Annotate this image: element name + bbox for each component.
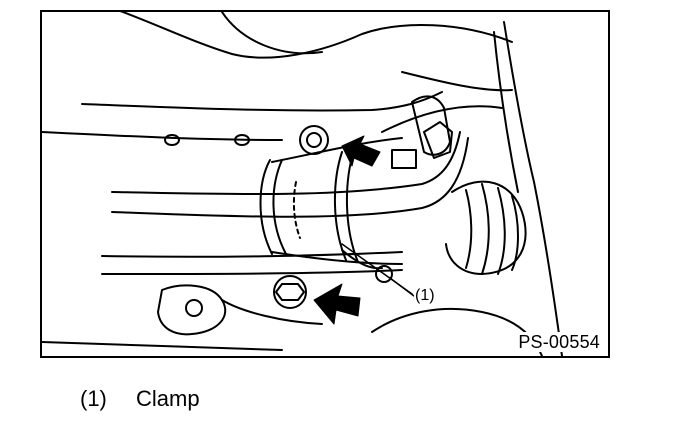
fitting-top (423, 121, 453, 159)
frame-flare (381, 105, 503, 133)
exhaust-pipe-left-end (259, 159, 273, 255)
exhaust-pipe-ring-1 (272, 159, 287, 255)
figure-code: PS-00554 (516, 332, 602, 352)
clamp-strap (341, 249, 383, 270)
lower-bracket-arm (221, 299, 323, 325)
bolt-lower-outer (273, 275, 307, 309)
exhaust-pipe-shading (292, 181, 301, 239)
frame-top-right (401, 71, 513, 92)
bolt-lower-hex (275, 283, 305, 301)
callout-leader-line-2 (341, 243, 413, 295)
exhaust-pipe-ring-3 (345, 149, 359, 263)
brake-line-2 (111, 137, 469, 218)
frame-right-inner (493, 31, 519, 193)
brake-line-4 (101, 269, 403, 275)
brake-line-1 (111, 131, 461, 196)
frame-right-outer (503, 21, 563, 356)
panel-hole-left (164, 134, 180, 146)
brake-line-3 (101, 251, 403, 258)
exhaust-pipe-ring-2 (333, 151, 347, 261)
lower-bracket (157, 284, 227, 336)
boot-outline (445, 180, 527, 275)
body-panel-ridge (81, 91, 443, 112)
callout-label-1: (1) (414, 287, 436, 305)
lower-floor-line (42, 341, 283, 351)
boot-fold-3 (497, 187, 506, 275)
arrow-lower-icon (313, 283, 361, 325)
legend-item-number: (1) (80, 386, 107, 411)
fitting-block (391, 149, 417, 169)
boot-fold-2 (481, 183, 490, 275)
exhaust-pipe-top (271, 137, 403, 163)
legend: (1) Clamp (80, 386, 200, 412)
bolt-upper-outer (299, 125, 329, 155)
lower-bracket-hole (185, 299, 203, 317)
bolt-upper-inner (306, 132, 322, 148)
body-panel-edge (221, 12, 323, 55)
arrow-upper-icon (341, 135, 381, 167)
legend-item-text: Clamp (136, 386, 200, 411)
exhaust-pipe-bottom (271, 251, 403, 265)
exhaust-clamp-illustration (42, 12, 563, 356)
boot-fold-4 (511, 195, 519, 271)
boot-fold-1 (465, 189, 473, 269)
panel-hole-right (234, 134, 250, 146)
diagram-frame: (1) PS-00554 (40, 10, 610, 358)
clamp-bolt (375, 265, 393, 283)
body-panel-ridge-lower (42, 131, 283, 141)
body-panel-upper (120, 12, 513, 59)
